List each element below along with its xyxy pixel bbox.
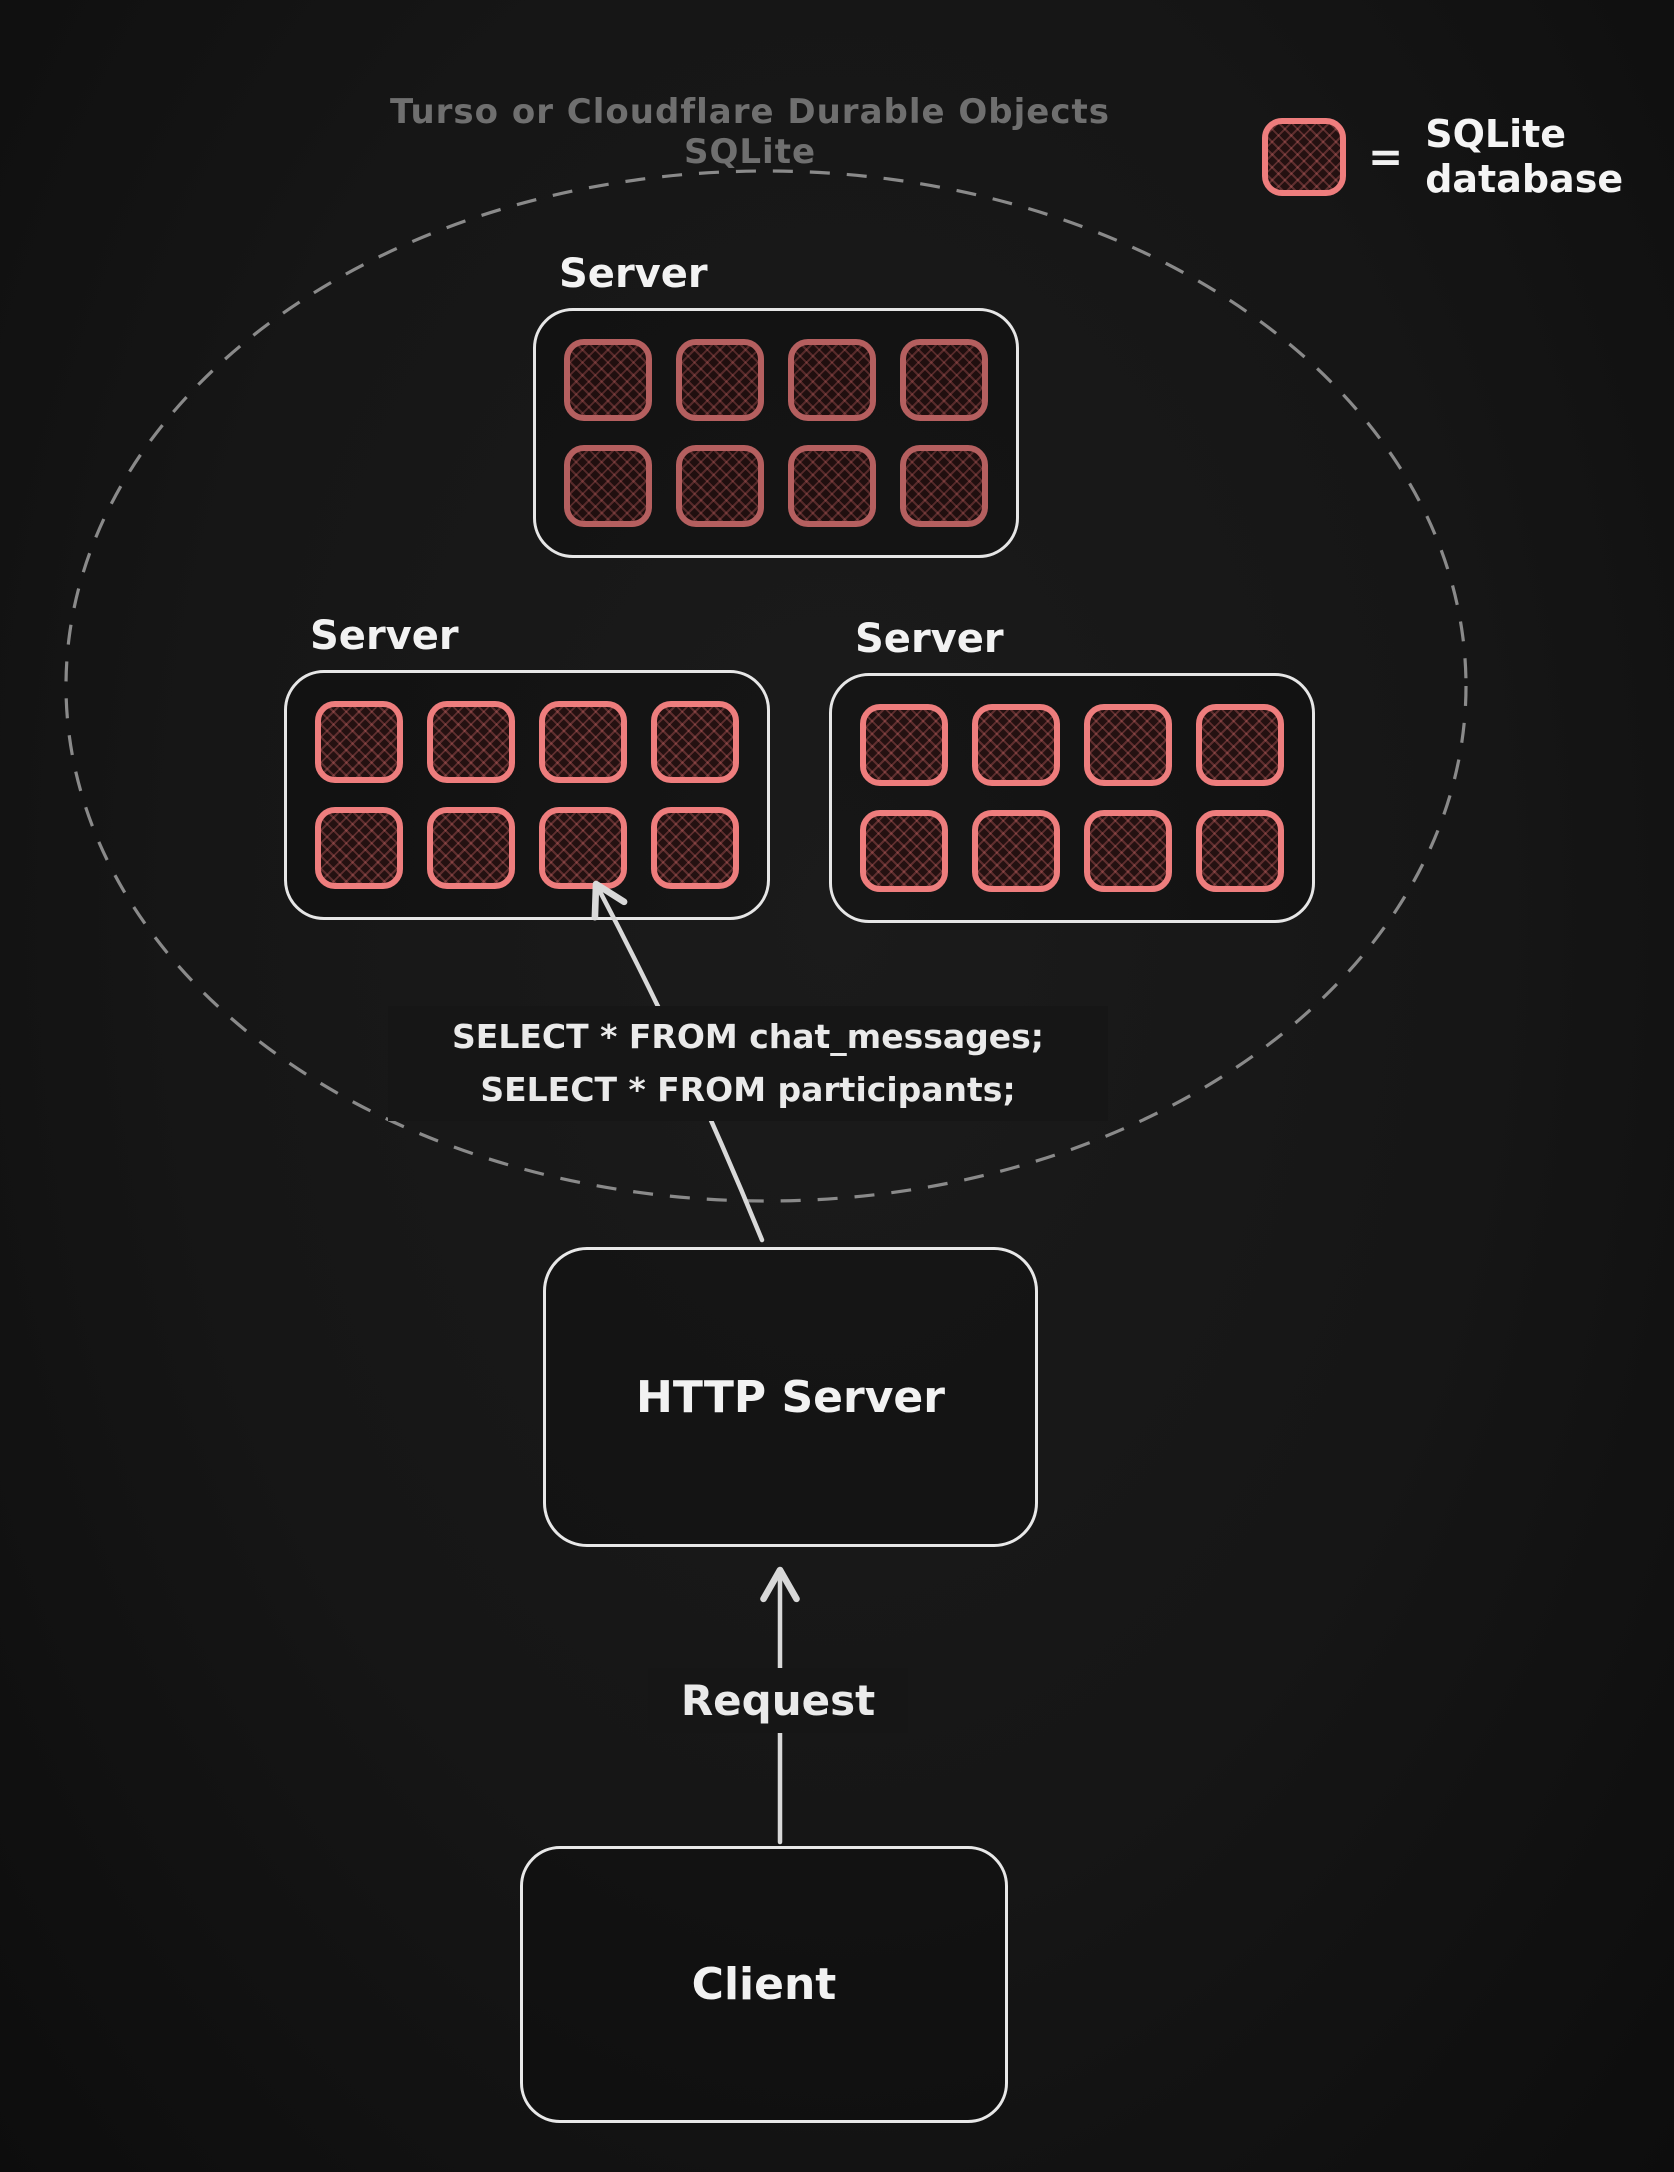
sqlite-db-icon <box>1262 117 1346 196</box>
legend-equals: = <box>1368 132 1404 182</box>
sqlite-db-icon <box>1196 704 1284 786</box>
sql-query-label: SELECT * FROM chat_messages; SELECT * FR… <box>388 1006 1108 1121</box>
http-server-label: HTTP Server <box>636 1371 945 1423</box>
server-box <box>829 673 1315 923</box>
server-box <box>533 308 1019 558</box>
sqlite-db-icon <box>539 701 627 783</box>
client-node: Client <box>520 1846 1008 2123</box>
sqlite-db-icon <box>1196 810 1284 892</box>
legend-label: SQLite database <box>1425 112 1624 201</box>
sqlite-db-icon <box>427 701 515 783</box>
http-server-node: HTTP Server <box>543 1247 1038 1547</box>
sql-query-line-2: SELECT * FROM participants; <box>480 1070 1016 1110</box>
sqlite-db-icon <box>427 807 515 889</box>
request-label: Request <box>648 1668 908 1733</box>
sqlite-db-icon <box>1084 704 1172 786</box>
sqlite-db-icon <box>900 445 988 527</box>
sqlite-db-icon <box>788 445 876 527</box>
sqlite-db-icon <box>900 339 988 421</box>
server-box <box>284 670 770 920</box>
sqlite-db-icon <box>860 704 948 786</box>
sqlite-db-icon <box>651 701 739 783</box>
server-group-right: Server <box>829 617 1315 923</box>
sqlite-db-icon <box>972 704 1060 786</box>
sqlite-db-icon <box>676 445 764 527</box>
sqlite-db-icon <box>788 339 876 421</box>
client-label: Client <box>691 1959 837 2010</box>
server-label: Server <box>310 613 459 659</box>
server-label: Server <box>855 616 1004 662</box>
legend: = SQLite database <box>1262 112 1640 202</box>
sqlite-db-icon <box>651 807 739 889</box>
sqlite-db-icon <box>676 339 764 421</box>
sqlite-db-icon <box>972 810 1060 892</box>
server-group-top: Server <box>533 252 1019 558</box>
sql-query-line-1: SELECT * FROM chat_messages; <box>452 1017 1044 1056</box>
sqlite-db-icon <box>564 445 652 527</box>
sqlite-db-icon <box>564 339 652 421</box>
sqlite-db-icon <box>315 701 403 783</box>
sqlite-db-icon <box>539 807 627 889</box>
sqlite-db-icon <box>1084 810 1172 892</box>
server-label: Server <box>559 251 708 297</box>
server-group-left: Server <box>284 614 770 920</box>
sqlite-db-icon <box>315 807 403 889</box>
sqlite-db-icon <box>860 810 948 892</box>
diagram-title: Turso or Cloudflare Durable Objects SQLi… <box>389 92 1110 172</box>
